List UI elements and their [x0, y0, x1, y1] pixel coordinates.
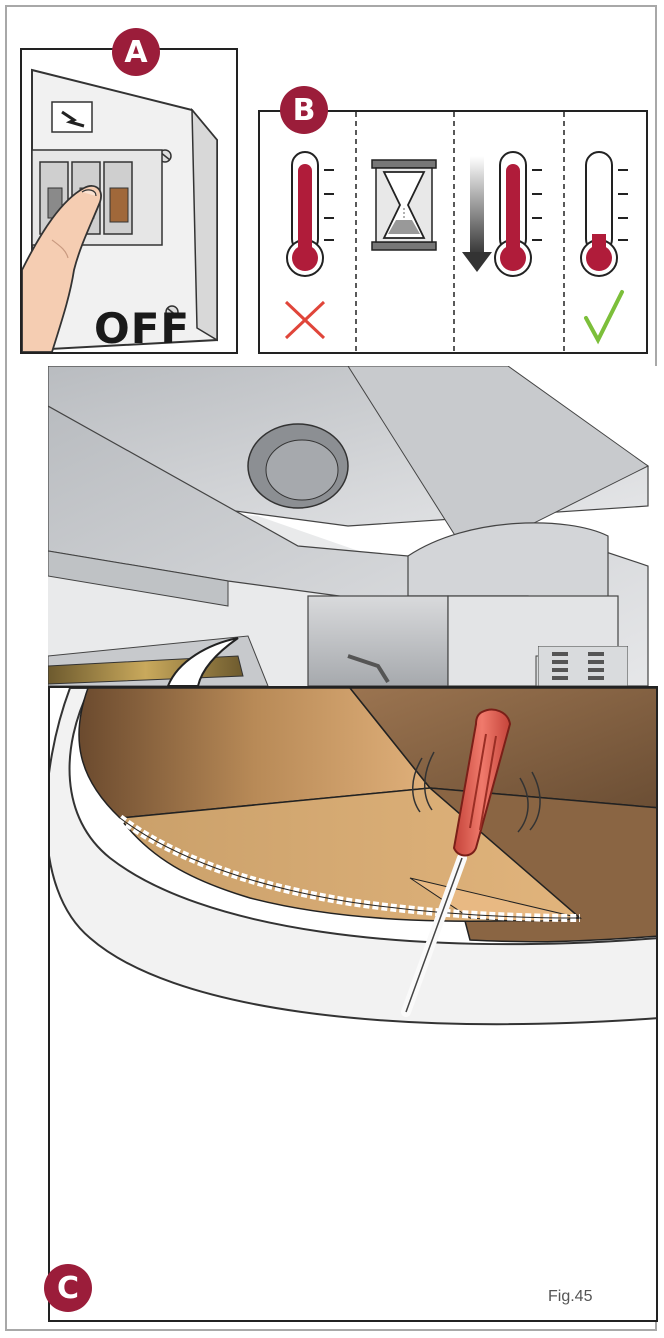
panel-b-badge: B — [280, 86, 328, 134]
cooldown-steps-illustration — [260, 112, 646, 352]
panel-c-badge: C — [44, 1264, 92, 1312]
panel-b-cooldown — [258, 110, 648, 354]
pizza-stone-detail-illustration — [50, 688, 656, 1320]
checkmark-icon — [586, 292, 622, 340]
thermometer-cooling-icon — [462, 152, 542, 276]
breaker-state-label: OFF — [94, 304, 190, 353]
oven-illustration — [48, 366, 658, 686]
thermometer-hot-icon — [287, 152, 334, 276]
thermometer-cool-icon — [581, 152, 628, 276]
panel-a-badge: A — [112, 28, 160, 76]
hourglass-icon — [372, 160, 436, 250]
panel-c-detail — [48, 686, 658, 1322]
figure-label: Fig.45 — [548, 1288, 592, 1306]
panel-oven — [48, 366, 658, 686]
vent-grille-icon — [538, 646, 628, 686]
callout-pointer — [158, 636, 278, 686]
cross-icon — [286, 302, 324, 338]
